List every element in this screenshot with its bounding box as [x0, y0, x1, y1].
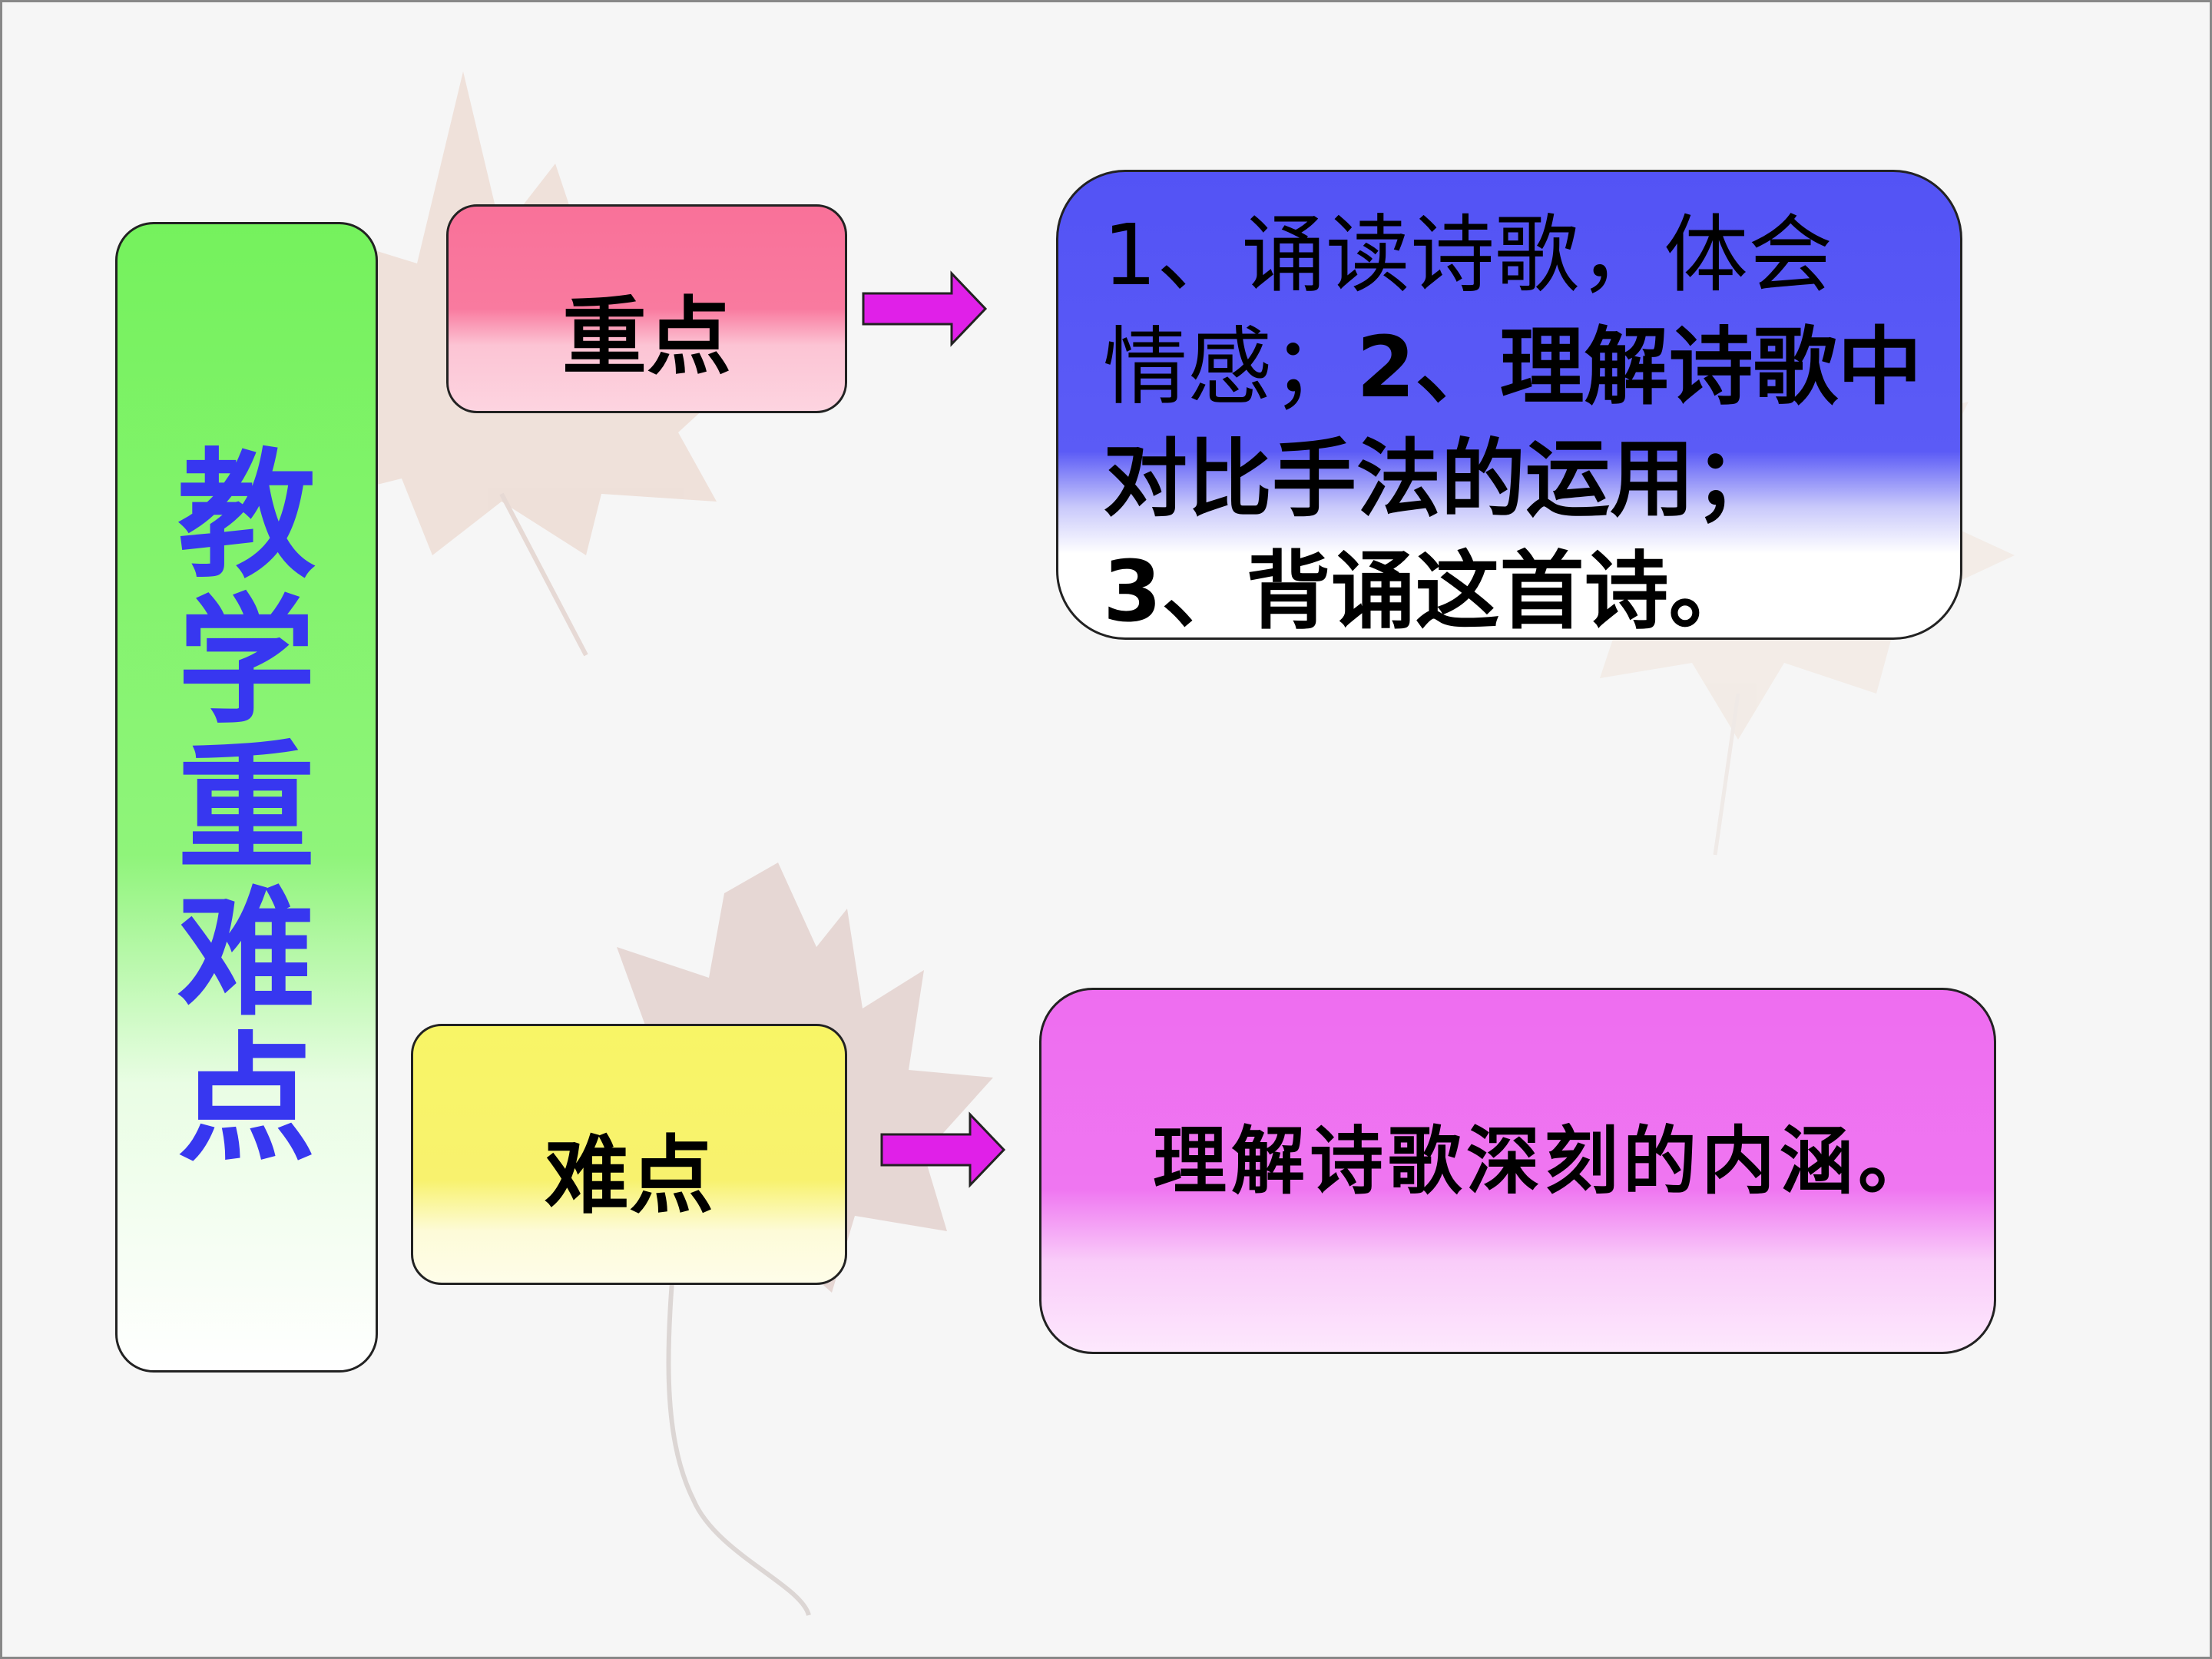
key-point-line-4: 3、背诵这首诗。: [1103, 542, 1753, 641]
right-arrow-icon: [880, 1111, 1006, 1188]
difficult-point-label: 难点: [545, 1126, 714, 1225]
key-point-label: 重点: [562, 287, 731, 386]
right-arrow-icon: [862, 270, 988, 347]
key-point-content-box: 1、诵读诗歌，体会 情感；2、理解诗歌中 对比手法的运用； 3、背诵这首诗。: [1056, 170, 1962, 641]
key-point-content: 1、诵读诗歌，体会 情感；2、理解诗歌中 对比手法的运用； 3、背诵这首诗。: [1103, 199, 1932, 647]
difficult-point-content-box: 理解诗歌深刻的内涵。: [1039, 988, 1996, 1354]
difficult-point-label-box: 难点: [411, 1024, 847, 1285]
key-point-line-1: 1、诵读诗歌，体会: [1103, 206, 1833, 304]
key-point-line-3: 对比手法的运用；: [1103, 430, 1779, 528]
main-title: 教学重难点: [177, 435, 316, 1181]
difficult-point-content: 理解诗歌深刻的内涵。: [1153, 1118, 1936, 1204]
teaching-focus-title-box: 教学重难点: [115, 222, 378, 1373]
key-point-line-2a: 情感；: [1103, 318, 1356, 416]
key-point-line-2b: 2、理解诗歌中: [1356, 318, 1922, 416]
key-point-label-box: 重点: [446, 204, 847, 413]
